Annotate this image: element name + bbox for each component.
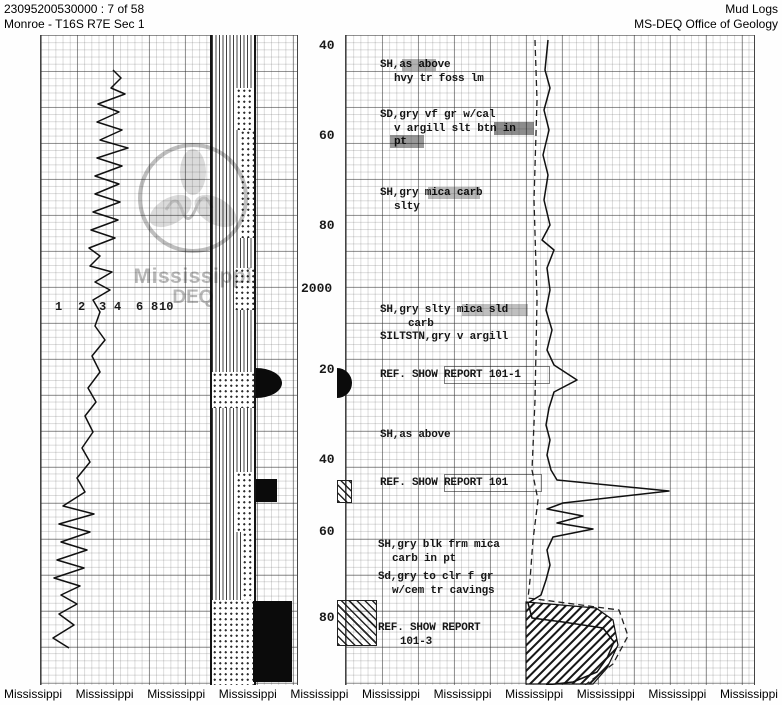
lithology-segment <box>212 238 254 268</box>
depth-tick-label: 40 <box>319 452 335 467</box>
depth-tick-label: 2000 <box>301 281 333 296</box>
lithology-column <box>210 35 256 685</box>
footer-watermark-item: Mississippi <box>505 687 564 701</box>
left-curve-plot <box>52 69 129 649</box>
footer-watermark-item: Mississippi <box>75 687 134 701</box>
lith-note-line: SH,as above <box>380 429 451 441</box>
show-block <box>253 601 292 682</box>
lithology-segment <box>236 88 254 130</box>
lith-note-line: SD,gry vf gr w/cal <box>380 109 496 121</box>
lith-note-line: slty <box>394 200 420 213</box>
report-callout-box <box>444 474 542 492</box>
depth-tick-label: 80 <box>319 610 335 625</box>
lithology-segment <box>212 472 236 532</box>
scale-tick-label: 3 <box>99 300 107 314</box>
footer-watermark-item: Mississippi <box>648 687 707 701</box>
lithology-segment <box>212 372 254 408</box>
lith-note: Sd,gry to clr f gr w/cem tr cavings <box>378 571 495 598</box>
lith-note-line: w/cem tr cavings <box>392 584 495 597</box>
lith-note-line: SH,as above <box>380 59 451 71</box>
lith-note-line: pt <box>394 136 407 148</box>
lith-note-line: REF. SHOW REPORT 101-1 <box>380 369 521 381</box>
lith-note-line: SH,gry blk frm mica <box>378 539 500 551</box>
left-log-track <box>40 35 298 685</box>
lithology-segment <box>212 130 240 238</box>
lithology-segment <box>236 472 254 532</box>
lith-note: SH,gry slty mica sld carb SILTSTN,gry v … <box>380 304 508 345</box>
lithology-segment <box>212 408 254 472</box>
left-log-curve <box>52 69 129 649</box>
lith-note-line: SH,gry mica carb <box>380 187 483 199</box>
footer-watermark-item: Mississippi <box>147 687 206 701</box>
scale-tick-label: 4 <box>114 300 122 314</box>
footer-watermark-row: Mississippi Mississippi Mississippi Mississ… <box>0 687 782 701</box>
depth-tick-label: 80 <box>319 218 335 233</box>
depth-tick-label: 60 <box>319 128 335 143</box>
footer-watermark-item: Mississippi <box>290 687 349 701</box>
lith-note-line: REF. SHOW REPORT <box>378 622 481 634</box>
scale-tick-label: 1 <box>55 300 63 314</box>
footer-watermark-item: Mississippi <box>433 687 492 701</box>
report-callout-box <box>444 366 550 384</box>
scale-tick-label: 8 <box>151 300 159 314</box>
well-location: Monroe - T16S R7E Sec 1 <box>4 17 145 31</box>
lith-note: SD,gry vf gr w/cal v argill slt btn in p… <box>380 109 516 150</box>
document-header-left: 23095200530000 : 7 of 58 Monroe - T16S R… <box>4 2 145 32</box>
footer-watermark-item: Mississippi <box>576 687 635 701</box>
lithology-segment <box>212 310 254 372</box>
document-id: 23095200530000 : 7 of 58 <box>4 2 145 16</box>
scale-tick-label: 10 <box>159 300 174 314</box>
right-log-curve <box>527 39 670 685</box>
lithology-segment <box>242 532 254 600</box>
lith-note: SH,gry blk frm mica carb in pt <box>378 539 500 566</box>
lithology-segment <box>212 88 236 130</box>
show-block <box>256 479 277 502</box>
footer-watermark-item: Mississippi <box>218 687 277 701</box>
lith-note-line: v argill slt btn in <box>394 122 516 135</box>
show-report-note: REF. SHOW REPORT 101-1 <box>380 369 521 383</box>
right-curve-plot <box>525 39 670 685</box>
scale-tick-label: 2 <box>78 300 86 314</box>
lithology-segment <box>234 268 254 310</box>
footer-watermark-item: Mississippi <box>719 687 778 701</box>
scale-tick-label: 6 <box>136 300 144 314</box>
lith-note-line: carb in pt <box>392 552 457 565</box>
depth-tick-label: 60 <box>319 524 335 539</box>
show-mark <box>337 368 352 398</box>
lithology-segment <box>240 130 254 238</box>
lith-note-line: hvy tr foss lm <box>394 72 484 85</box>
footer-watermark-item: Mississippi <box>4 687 63 701</box>
lithology-segment <box>212 600 254 685</box>
lith-note-line: Sd,gry to clr f gr <box>378 571 494 583</box>
document-title: Mud Logs <box>725 2 778 16</box>
lithology-segment <box>212 35 254 88</box>
show-report-zone-mark <box>337 600 377 646</box>
right-log-track <box>345 35 755 685</box>
lith-note: SH,gry mica carb slty <box>380 187 483 214</box>
show-report-zone <box>525 601 619 685</box>
footer-watermark-item: Mississippi <box>361 687 420 701</box>
right-log-curve-dashed <box>527 39 629 685</box>
depth-tick-label: 20 <box>319 362 335 377</box>
document-header-right: Mud Logs MS-DEQ Office of Geology <box>634 2 778 32</box>
lith-note: SH,as above hvy tr foss lm <box>380 59 484 86</box>
lithology-segment <box>212 268 234 310</box>
lithology-segment <box>212 532 242 600</box>
lith-note-line: SILTSTN,gry v argill <box>380 331 509 343</box>
show-report-note: REF. SHOW REPORT 101-3 <box>378 622 481 649</box>
lith-note-line: SH,gry slty mica sld <box>380 304 509 316</box>
lith-note-line: 101-3 <box>400 635 433 648</box>
lith-note: SH,as above <box>380 429 451 443</box>
show-mark <box>337 480 352 503</box>
lith-note-line: carb <box>408 317 434 330</box>
depth-tick-label: 40 <box>319 38 335 53</box>
agency-name: MS-DEQ Office of Geology <box>634 17 778 31</box>
